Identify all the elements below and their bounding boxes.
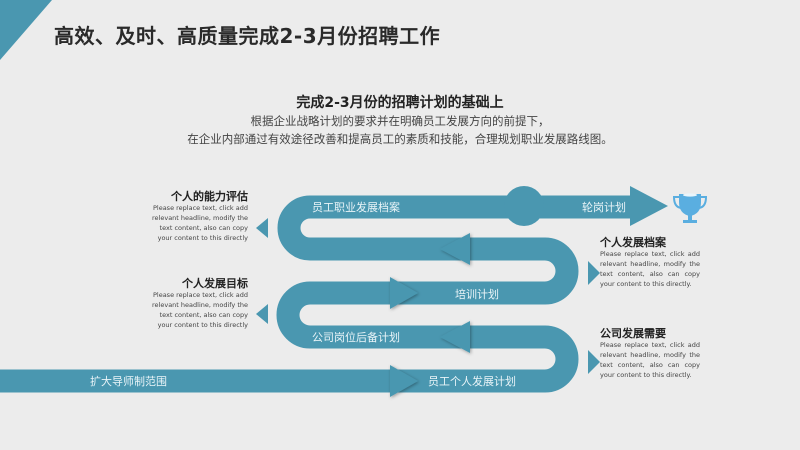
item-text: Please replace text, click add relevant … — [152, 291, 248, 329]
trophy-icon — [672, 193, 708, 223]
item-title: 个人发展目标 — [182, 277, 248, 290]
left-item-development-goal: 个人发展目标 Please replace text, click add re… — [148, 277, 248, 330]
label-succession-plan: 公司岗位后备计划 — [312, 331, 400, 344]
roadmap-arrowhead — [630, 186, 668, 226]
pointer-left-icon — [256, 304, 268, 324]
chevron-left — [440, 321, 470, 353]
item-title: 个人的能力评估 — [171, 190, 248, 203]
intro-line-1: 根据企业战略计划的要求并在明确员工发展方向的前提下， — [250, 114, 550, 128]
page-title: 高效、及时、高质量完成2-3月份招聘工作 — [54, 24, 441, 48]
roadmap-path — [0, 195, 640, 393]
intro-heading: 完成2-3月份的招聘计划的基础上 — [296, 95, 504, 111]
pointer-right-icon — [588, 350, 600, 374]
chevron-right — [390, 365, 418, 397]
item-title: 个人发展档案 — [600, 236, 666, 249]
item-title: 公司发展需要 — [600, 327, 666, 340]
label-personal-plan: 员工个人发展计划 — [428, 375, 516, 388]
chevron-right — [390, 277, 418, 309]
label-career-file: 员工职业发展档案 — [312, 201, 400, 214]
item-text: Please replace text, click add relevant … — [600, 341, 700, 379]
item-text: Please replace text, click add relevant … — [600, 250, 700, 288]
chevron-left — [440, 233, 470, 265]
pointer-right-icon — [588, 261, 600, 285]
corner-accent — [0, 0, 52, 60]
right-item-company-needs: 公司发展需要 Please replace text, click add re… — [600, 327, 700, 380]
left-item-ability-assessment: 个人的能力评估 Please replace text, click add r… — [148, 190, 248, 243]
right-item-development-file: 个人发展档案 Please replace text, click add re… — [600, 236, 700, 289]
item-text: Please replace text, click add relevant … — [152, 204, 248, 242]
milestone-circle — [504, 186, 544, 226]
label-rotation-plan: 轮岗计划 — [582, 201, 626, 214]
label-training-plan: 培训计划 — [455, 288, 499, 301]
pointer-left-icon — [256, 218, 268, 238]
label-mentor-scope: 扩大导师制范围 — [90, 375, 167, 388]
intro-line-2: 在企业内部通过有效途径改善和提高员工的素质和技能，合理规划职业发展路线图。 — [187, 132, 613, 146]
